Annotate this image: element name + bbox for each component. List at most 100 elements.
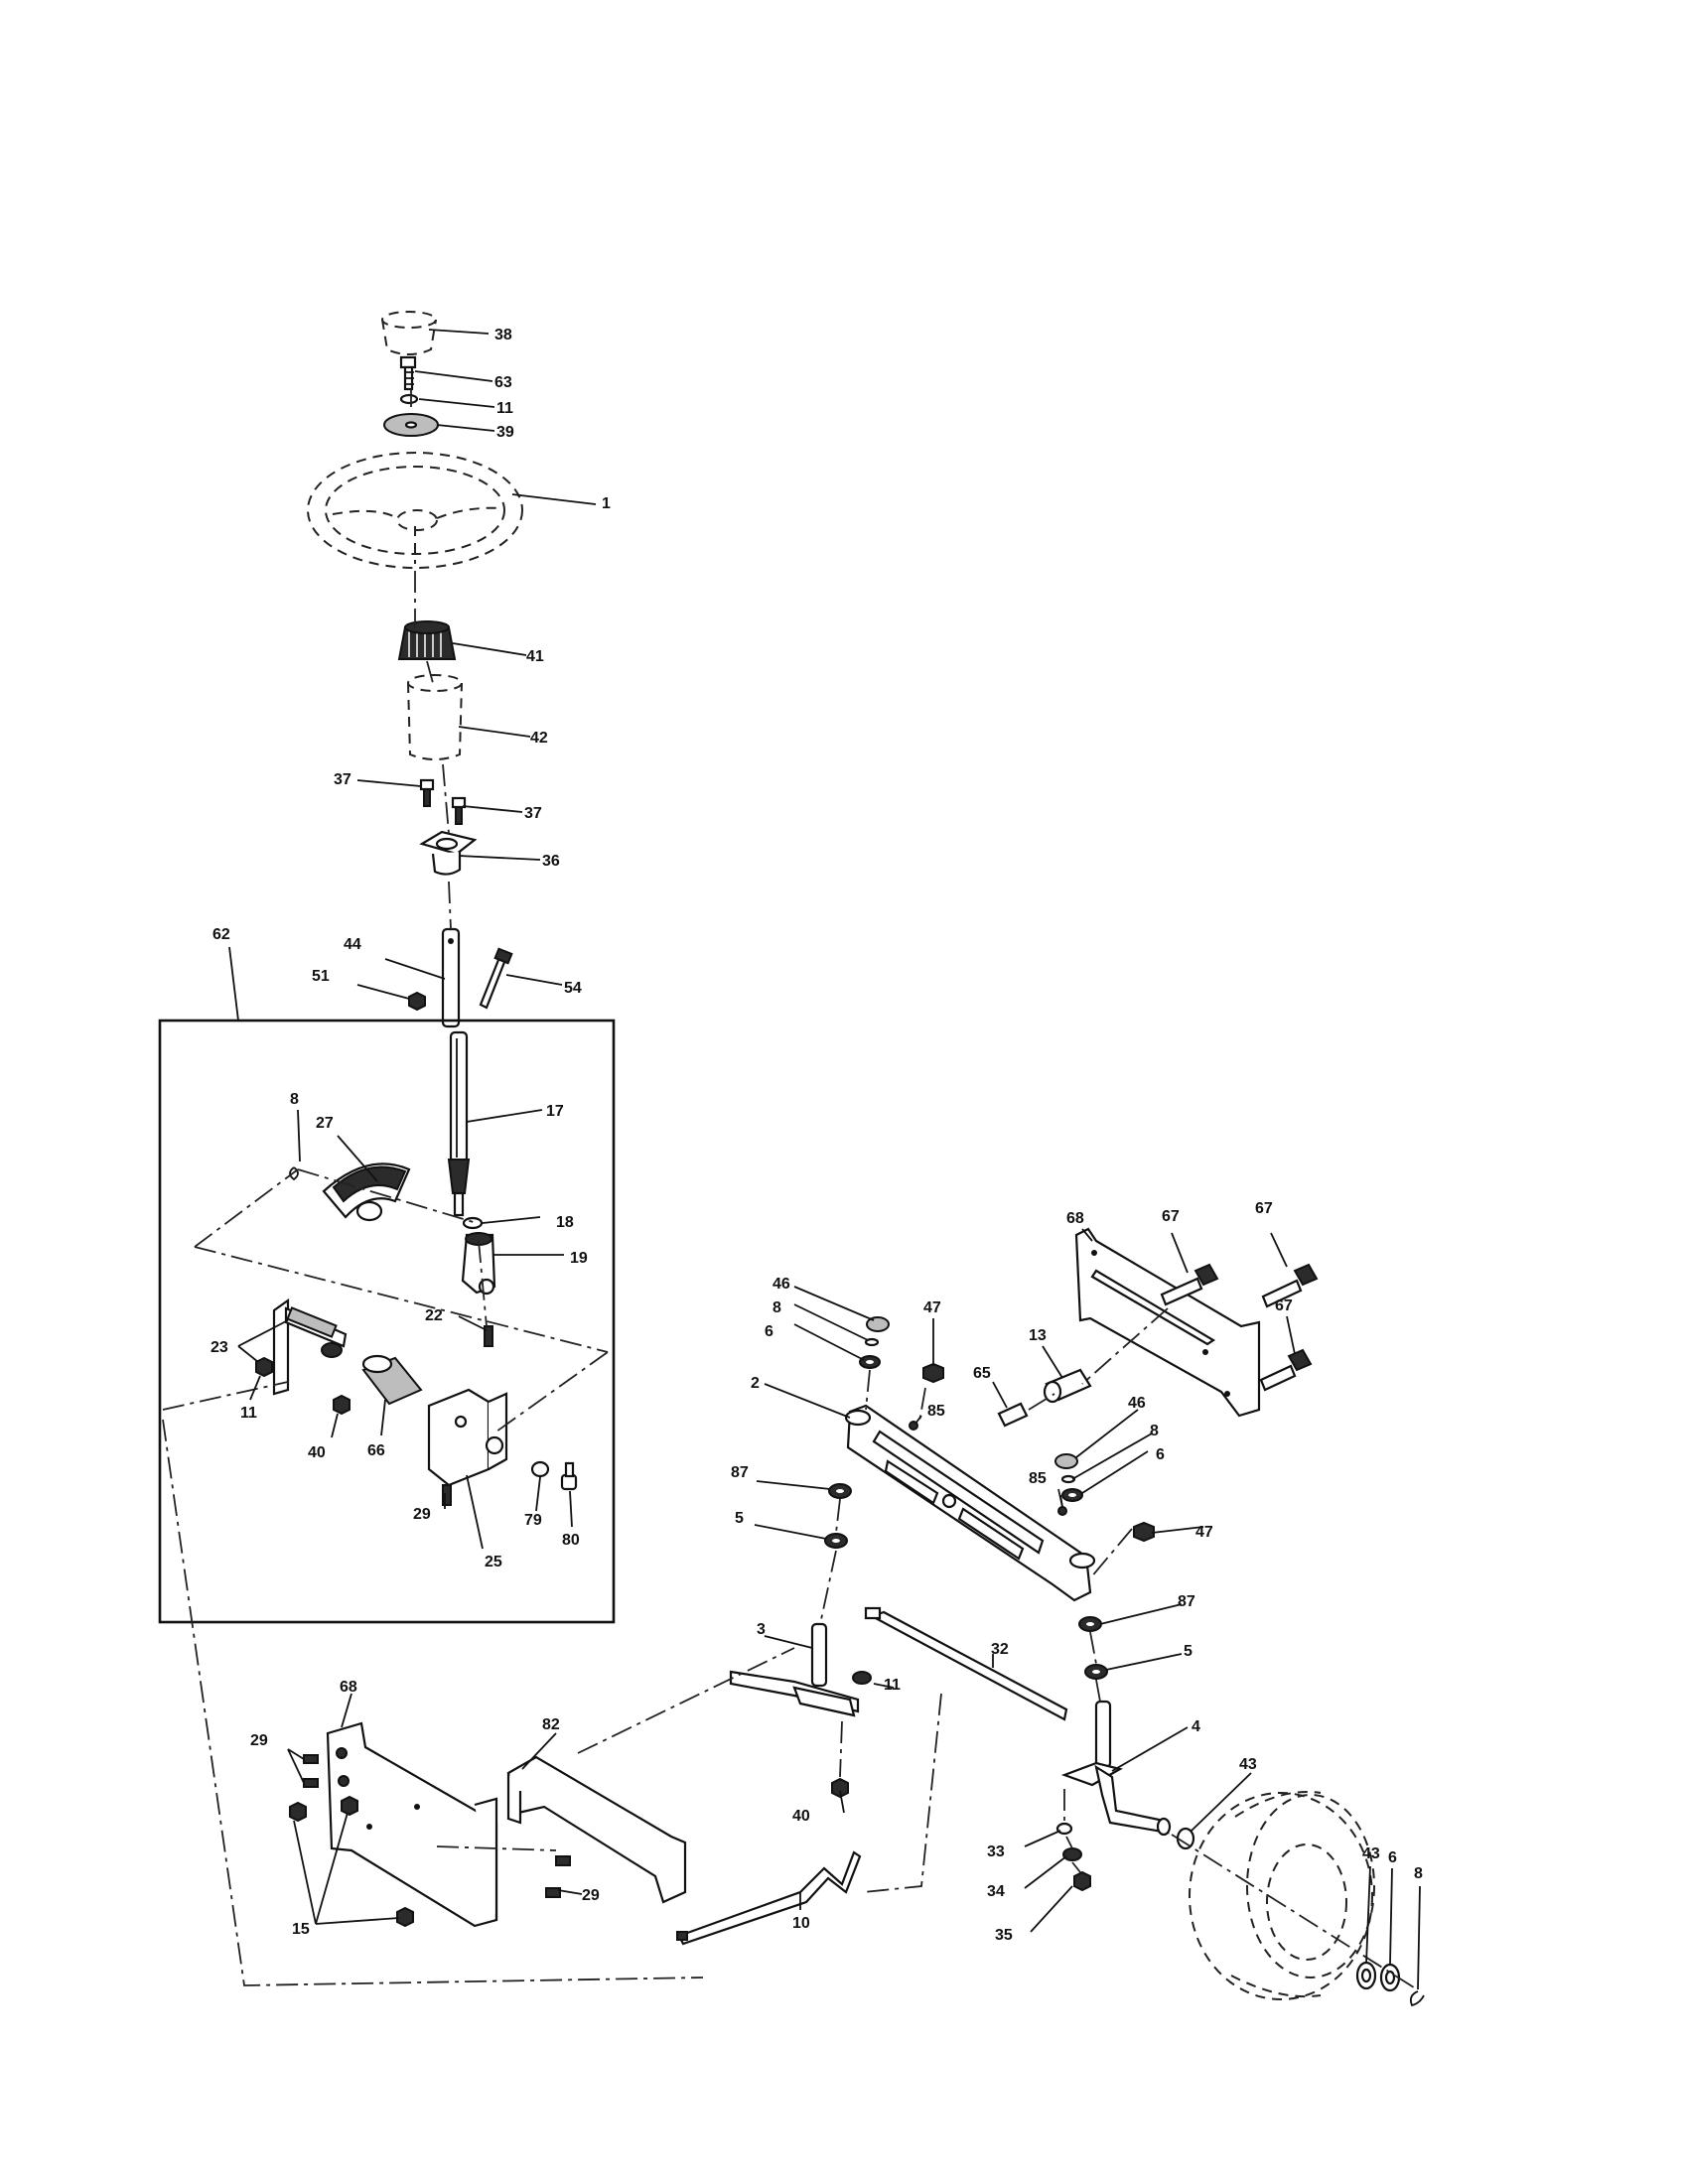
part-2-front-axle (844, 1404, 1096, 1602)
part-13-spacer (1043, 1368, 1092, 1404)
callout-40: 40 (308, 1444, 326, 1461)
callout-11: 11 (496, 400, 513, 417)
callout-51: 51 (312, 968, 330, 985)
part-66-bushing (361, 1354, 423, 1406)
part-4-spindle-right (1060, 1700, 1172, 1837)
callout-87: 87 (731, 1464, 749, 1481)
callout-13: 13 (1029, 1327, 1047, 1344)
part-62-steering-assembly-box (158, 946, 616, 1624)
part-37-screw-right (451, 796, 467, 825)
callout-29: 29 (582, 1887, 600, 1904)
callout-25: 25 (485, 1554, 502, 1570)
callout-54: 54 (564, 980, 582, 997)
part-65-pin (997, 1402, 1029, 1428)
part-82-bracket (506, 1755, 687, 1904)
callout-87: 87 (1178, 1593, 1195, 1610)
callout-2: 2 (751, 1375, 760, 1392)
part-39-emblem-disc (383, 413, 439, 437)
callout-15: 15 (292, 1921, 310, 1938)
callout-37: 37 (524, 805, 542, 822)
callout-32: 32 (991, 1641, 1009, 1658)
part-37-screw-left (419, 778, 435, 807)
part-5-washer-left (824, 1533, 848, 1549)
part-5-washer-right (1084, 1664, 1108, 1680)
part-27-sector-gear (322, 1162, 411, 1222)
callout-33: 33 (987, 1843, 1005, 1860)
part-11-nut-spindle (852, 1671, 872, 1685)
part-29-bolts-right (545, 1855, 571, 1898)
part-22-screw (484, 1325, 493, 1347)
callout-17: 17 (546, 1103, 564, 1120)
part-10-drag-link (676, 1850, 862, 1946)
callout-3: 3 (757, 1621, 766, 1638)
part-36-bearing-flange (419, 830, 478, 876)
part-6-washer-left (859, 1355, 881, 1369)
callout-11: 11 (240, 1405, 257, 1422)
callout-65: 65 (973, 1365, 991, 1382)
callout-41: 41 (526, 648, 544, 665)
callout-35: 35 (995, 1927, 1013, 1944)
callout-46: 46 (772, 1276, 790, 1293)
callout-42: 42 (530, 730, 548, 747)
part-51-nut (408, 991, 426, 1012)
callout-6: 6 (765, 1323, 773, 1340)
part-8-ring-left (864, 1337, 880, 1347)
part-47-grease-fitting-left (922, 1362, 944, 1384)
callout-79: 79 (524, 1512, 542, 1529)
part-35-nut (1073, 1870, 1091, 1892)
part-47-grease-fitting-right (1133, 1521, 1155, 1543)
part-46-cap-left (866, 1316, 890, 1332)
callout-11: 11 (884, 1677, 901, 1694)
callout-66: 66 (367, 1442, 385, 1459)
callout-5: 5 (735, 1510, 744, 1527)
part-67-bolts (1160, 1263, 1319, 1392)
callout-29: 29 (413, 1506, 431, 1523)
callout-67: 67 (1255, 1200, 1273, 1217)
callout-18: 18 (556, 1214, 574, 1231)
part-79-washer (530, 1460, 550, 1478)
callout-63: 63 (494, 374, 512, 391)
part-3-spindle-left (729, 1622, 860, 1717)
part-80-bolt (560, 1461, 578, 1491)
callout-82: 82 (542, 1716, 560, 1733)
part-40-nut-box (333, 1394, 351, 1416)
callout-80: 80 (562, 1532, 580, 1549)
part-63-bolt (399, 355, 417, 391)
part-15-nuts (289, 1795, 414, 1928)
part-1-steering-wheel (307, 452, 523, 569)
part-11-nut-box (255, 1356, 273, 1378)
callout-6: 6 (1388, 1849, 1397, 1866)
part-43-washer-outer (1355, 1961, 1377, 1990)
callout-68: 68 (340, 1679, 357, 1696)
part-29-screw-box (442, 1484, 452, 1506)
front-wheel (1189, 1791, 1375, 2000)
part-46-cap-right (1054, 1453, 1078, 1469)
part-25-bracket (427, 1388, 508, 1487)
part-17-steering-shaft-lower (447, 1030, 471, 1217)
part-54-bolt (479, 947, 513, 1010)
part-6-washer-right (1061, 1488, 1083, 1502)
callout-5: 5 (1184, 1643, 1193, 1660)
callout-6: 6 (1156, 1446, 1165, 1463)
callout-47: 47 (1195, 1524, 1213, 1541)
frame-brackets-group (162, 1419, 704, 1986)
part-41-adapter (397, 620, 457, 660)
callout-40: 40 (792, 1808, 810, 1825)
callout-39: 39 (496, 424, 514, 441)
part-34-bushing (1062, 1847, 1082, 1861)
callout-10: 10 (792, 1915, 810, 1932)
callout-8: 8 (772, 1299, 781, 1316)
part-87-bearing-right (1078, 1616, 1102, 1632)
part-18-washer (462, 1216, 484, 1230)
callout-44: 44 (344, 936, 361, 953)
part-85-fitting-right (1057, 1506, 1067, 1516)
callout-38: 38 (494, 327, 512, 343)
part-38-cap (381, 311, 437, 355)
callout-43: 43 (1239, 1756, 1257, 1773)
callout-43: 43 (1362, 1845, 1380, 1862)
callout-27: 27 (316, 1115, 334, 1132)
callout-29: 29 (250, 1732, 268, 1749)
callout-23: 23 (210, 1339, 228, 1356)
callout-85: 85 (927, 1403, 945, 1420)
part-32-tie-rod (864, 1606, 1068, 1721)
